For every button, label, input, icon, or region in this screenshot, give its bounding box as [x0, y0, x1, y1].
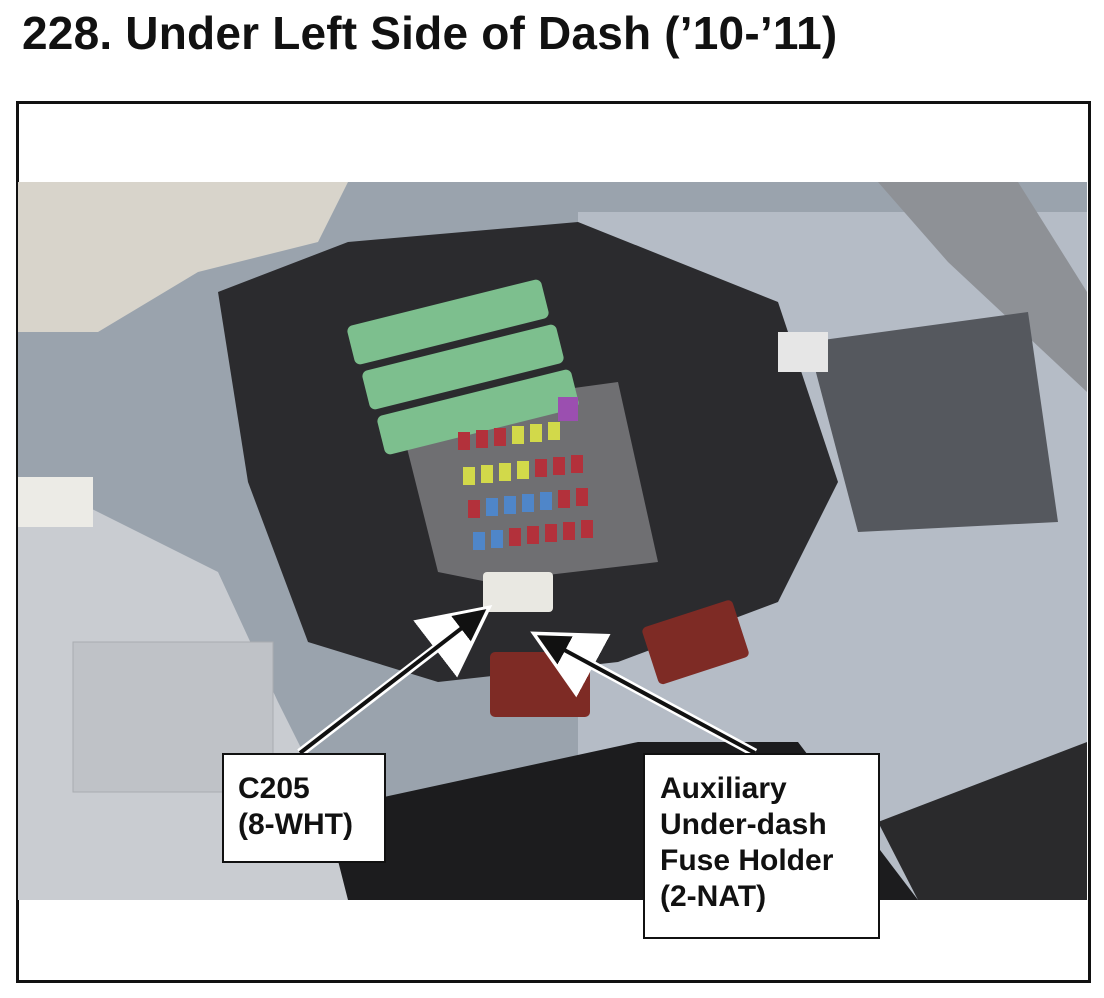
- callout-c205-line-2: (8-WHT): [238, 808, 353, 841]
- callout-fuse-holder: Auxiliary Under-dash Fuse Holder (2-NAT): [643, 753, 880, 939]
- connector-green-3: [377, 369, 579, 455]
- brown-connector: [642, 600, 749, 685]
- callout-fuse-holder-line-4: (2-NAT): [660, 880, 767, 913]
- callout-c205-line-1: C205: [238, 772, 310, 805]
- connector-green-2: [362, 324, 564, 410]
- pedal-pad: [878, 742, 1087, 900]
- arrow-c205: [297, 605, 493, 757]
- c205-connector: [483, 572, 553, 612]
- connector-green-1: [347, 279, 549, 365]
- dash-panel-upper: [18, 182, 348, 332]
- page-title: 228. Under Left Side of Dash (’10-’11): [22, 7, 838, 59]
- callout-c205: C205 (8-WHT): [222, 753, 386, 863]
- bracket-connector: [778, 332, 828, 372]
- steering-column: [878, 182, 1087, 392]
- left-connector: [18, 477, 93, 527]
- arrow-fuse-holder: [530, 631, 758, 757]
- callout-fuse-holder-line-1: Auxiliary: [660, 772, 787, 805]
- callout-fuse-holder-line-2: Under-dash: [660, 808, 827, 841]
- pedal-bracket: [808, 312, 1058, 532]
- callout-fuse-holder-line-3: Fuse Holder: [660, 844, 834, 877]
- fuse-grid: [458, 397, 593, 550]
